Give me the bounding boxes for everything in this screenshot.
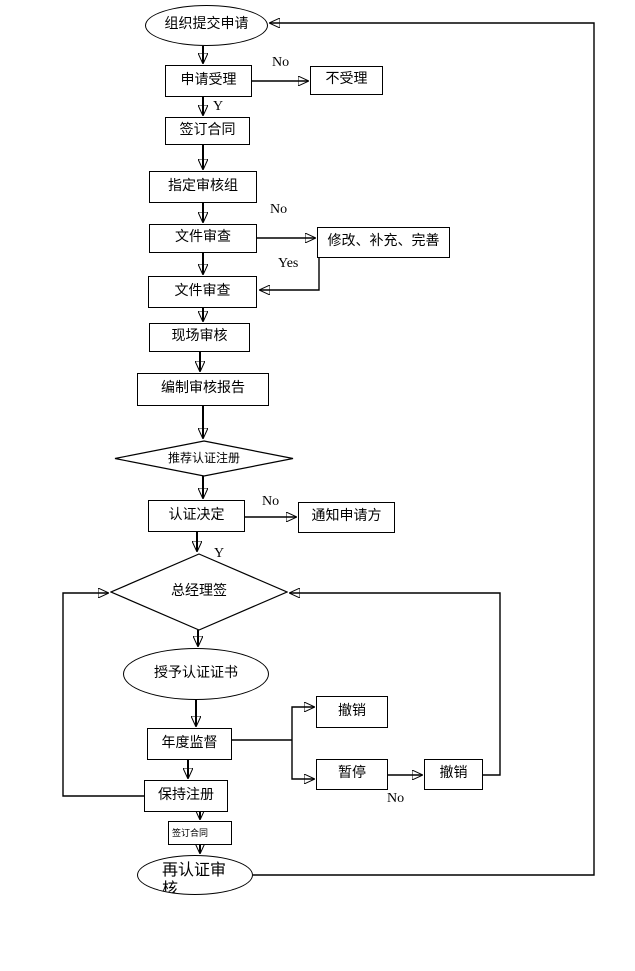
edge-branch-to-suspend (291, 740, 314, 779)
node-label: 保持注册 (158, 787, 214, 803)
node-label: 撤销 (439, 766, 468, 782)
edge-revoke2-to-gmsign-loop (290, 593, 501, 776)
node-certification-decision: 认证决定 (148, 500, 245, 532)
node-label: 通知申请方 (311, 509, 382, 525)
node-label: 认证决定 (168, 507, 225, 523)
node-sign-contract: 签订合同 (165, 117, 250, 145)
edge-revise-to-docreview2 (260, 258, 320, 290)
node-label: 签订合同 (179, 122, 236, 138)
node-not-accepted: 不受理 (310, 66, 383, 95)
node-label: 文件审查 (175, 230, 231, 246)
node-label: 现场审核 (171, 329, 228, 345)
node-assign-audit-team: 指定审核组 (149, 171, 257, 203)
node-onsite-audit: 现场审核 (149, 323, 250, 352)
edge-label-no-decision: No (262, 494, 280, 509)
node-label: 暂停 (338, 766, 366, 782)
node-label: 总经理签 (169, 583, 229, 601)
node-gm-sign: 总经理签 (110, 553, 288, 631)
node-audit-report: 编制审核报告 (137, 373, 269, 406)
node-recertification: 再认证审核 (137, 855, 253, 895)
edge-recert-to-start-loop (253, 23, 595, 876)
node-label: 授予认证证书 (154, 665, 238, 681)
node-application-acceptance: 申请受理 (165, 65, 252, 97)
node-label: 再认证审核 (162, 862, 227, 895)
node-suspend: 暂停 (316, 759, 388, 790)
node-revoke-1: 撤销 (316, 696, 388, 728)
edge-label-no-docreview: No (270, 202, 288, 217)
node-document-review-2: 文件审查 (148, 276, 257, 308)
edge-label-y-decision: Y (214, 546, 225, 561)
node-document-review-1: 文件审查 (149, 224, 257, 253)
edge-branch-to-revoke1 (291, 707, 314, 740)
node-label: 不受理 (325, 72, 368, 88)
node-label: 修改、补充、完善 (327, 234, 440, 250)
node-label: 推荐认证注册 (165, 450, 242, 466)
node-notify-applicant: 通知申请方 (298, 502, 395, 533)
edge-maintain-to-gmsign-loop (62, 593, 144, 797)
node-label: 编制审核报告 (161, 381, 245, 397)
diamond-outline (114, 440, 294, 477)
node-label: 签订合同 (172, 827, 209, 838)
edge-label-no-suspend: No (387, 791, 405, 806)
edge-label-y-accept: Y (213, 99, 224, 114)
node-revoke-2: 撤销 (424, 759, 483, 790)
node-recommend-registration: 推荐认证注册 (114, 440, 294, 477)
node-label: 组织提交申请 (164, 17, 249, 33)
node-sign-contract-2: 签订合同 (168, 821, 232, 845)
node-label: 文件审查 (174, 283, 231, 299)
node-annual-supervision: 年度监督 (147, 728, 232, 760)
node-label: 年度监督 (161, 735, 218, 751)
node-label: 申请受理 (180, 72, 237, 88)
edge-label-no-accept: No (272, 55, 290, 70)
node-revise-supplement: 修改、补充、完善 (317, 227, 450, 258)
diamond-outline (110, 553, 288, 631)
node-label: 指定审核组 (168, 178, 238, 194)
node-grant-certificate: 授予认证证书 (123, 648, 269, 700)
node-maintain-registration: 保持注册 (144, 780, 228, 812)
edge-label-yes-revise: Yes (278, 256, 299, 271)
node-start: 组织提交申请 (145, 5, 268, 46)
node-label: 撤销 (338, 703, 366, 719)
